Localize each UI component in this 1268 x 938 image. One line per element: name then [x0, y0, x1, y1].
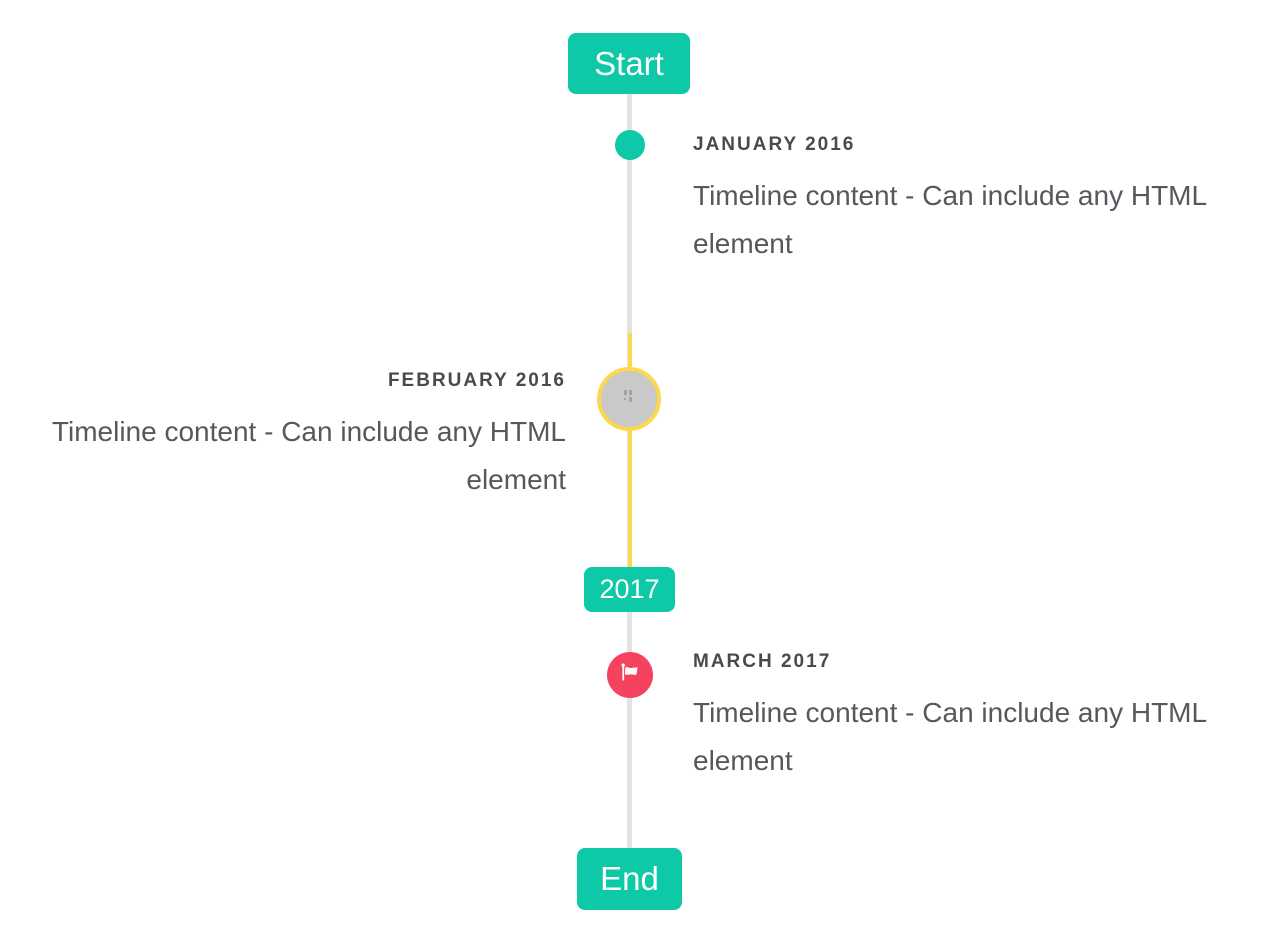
- timeline-year-badge: 2017: [584, 567, 675, 612]
- timeline-end-badge: End: [577, 848, 682, 910]
- event-date-label: JANUARY 2016: [693, 134, 856, 155]
- event-content: Timeline content - Can include any HTML …: [51, 416, 566, 495]
- event-marker-dot: [615, 130, 645, 160]
- event-date-label: FEBRUARY 2016: [387, 370, 566, 391]
- event-date-label: MARCH 2017: [693, 651, 832, 672]
- event-content: Timeline content - Can include any HTML …: [693, 180, 1207, 259]
- event-content: Timeline content - Can include any HTML …: [693, 697, 1207, 776]
- timeline-start-badge: Start: [568, 33, 690, 94]
- event-february-2016: FEBRUARY 2016 Timeline content - Can inc…: [26, 370, 566, 504]
- timeline-period-highlight: [628, 333, 632, 567]
- broken-image-icon: [620, 389, 638, 409]
- flag-icon: [618, 661, 642, 690]
- event-marker-image-circle: [597, 367, 661, 431]
- event-january-2016: JANUARY 2016 Timeline content - Can incl…: [693, 134, 1233, 268]
- event-march-2017: MARCH 2017 Timeline content - Can includ…: [693, 651, 1233, 785]
- event-marker-flag-circle: [607, 652, 653, 698]
